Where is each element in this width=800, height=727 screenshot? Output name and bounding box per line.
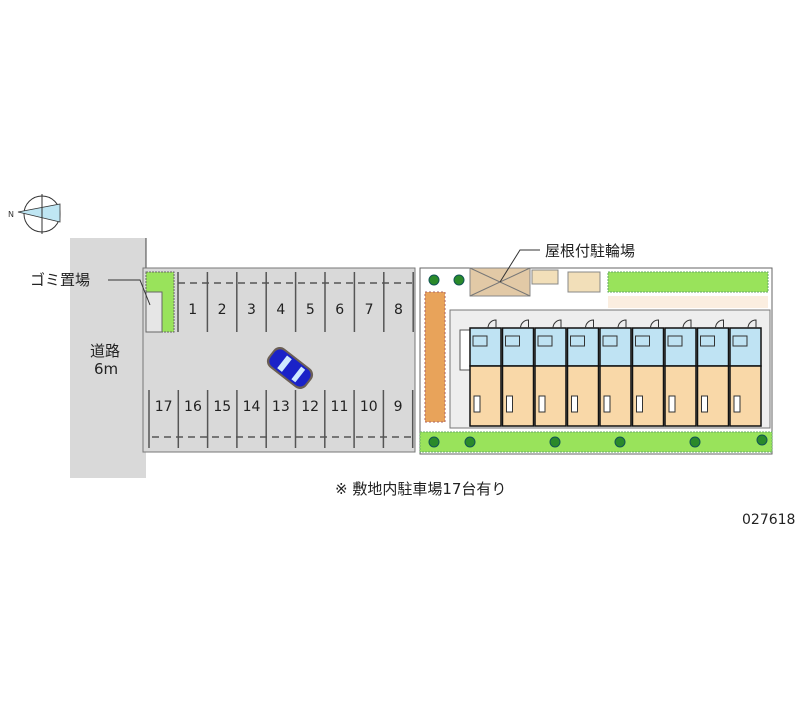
- brick-path: [424, 291, 446, 423]
- garbage-area-label: ゴミ置場: [30, 271, 91, 289]
- compass-icon: N: [8, 194, 61, 234]
- bicycle-parking-label: 屋根付駐輪場: [545, 242, 636, 260]
- road: [70, 238, 146, 478]
- garbage-area: [145, 291, 163, 333]
- parking-space-15: 15: [213, 399, 232, 415]
- parking-space-6: 6: [335, 302, 345, 318]
- parking-space-3: 3: [247, 302, 256, 318]
- parking-space-5: 5: [305, 302, 315, 318]
- apartment-unit: [534, 319, 567, 427]
- parking-space-12: 12: [301, 399, 320, 415]
- parking-space-8: 8: [394, 302, 403, 318]
- property-code: 027618: [742, 512, 796, 528]
- road-label: 道路: [90, 342, 121, 360]
- apartment-unit: [566, 319, 600, 427]
- apartment-unit: [664, 319, 697, 427]
- planting-strip: [419, 431, 773, 453]
- parking-space-16: 16: [184, 399, 202, 415]
- apartment-unit: [631, 319, 665, 427]
- apartment-unit: [599, 319, 632, 427]
- apartment-unit: [501, 319, 535, 427]
- trees: [428, 274, 768, 448]
- parking-space-9: 9: [393, 399, 403, 415]
- parking-note: ※ 敷地内駐車場17台有り: [335, 480, 507, 498]
- car-icon: [266, 346, 314, 390]
- apartment-unit: [469, 319, 502, 427]
- parking-space-4: 4: [276, 302, 286, 318]
- parking-space-7: 7: [364, 302, 374, 318]
- parking-space-11: 11: [330, 399, 349, 415]
- apartment-unit: [696, 319, 730, 427]
- parking-space-2: 2: [217, 302, 227, 318]
- apartment-unit: [729, 319, 762, 427]
- parking-space-13: 13: [271, 399, 290, 415]
- road-width-label: 6m: [94, 360, 119, 378]
- parking-space-1: 1: [188, 302, 198, 318]
- parking-space-10: 10: [359, 399, 378, 415]
- svg-text:N: N: [8, 210, 14, 219]
- parking-space-14: 14: [242, 399, 261, 415]
- parking-space-17: 17: [154, 399, 173, 415]
